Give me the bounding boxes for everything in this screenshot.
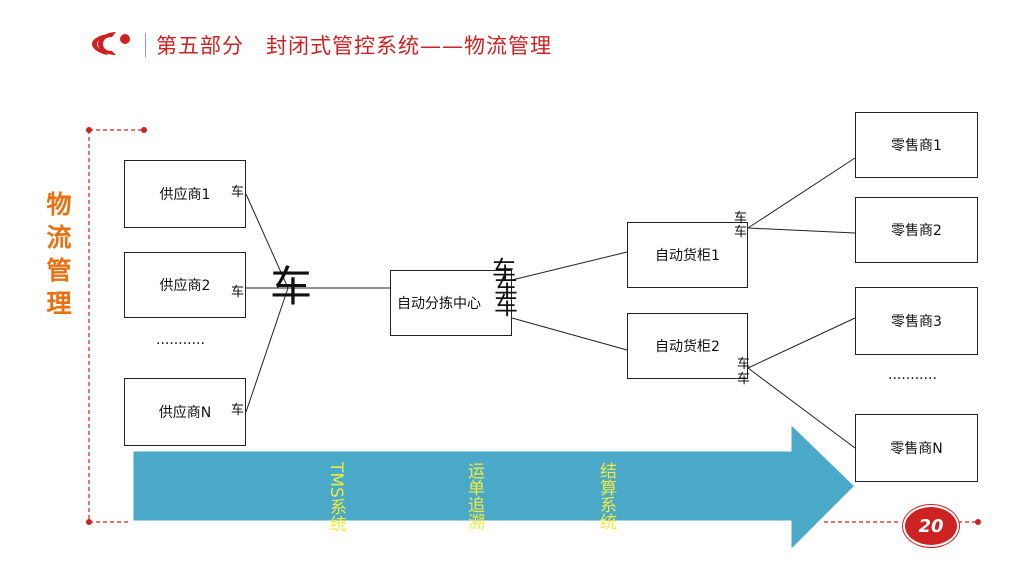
supplier-box-1: 供应商1 <box>124 160 246 228</box>
vehicle-label-large: 车 <box>492 256 516 284</box>
vehicle-label: 车 <box>737 357 751 372</box>
sorting-center-box: 自动分拣中心 <box>390 270 512 336</box>
supplier-label: 供应商1 <box>159 187 211 203</box>
retailer-box-3: 零售商3 <box>855 287 978 355</box>
supplier-box-n: 供应商N <box>124 378 246 446</box>
retailer-label: 零售商3 <box>891 314 942 330</box>
retailer-ellipsis: ........... <box>888 367 937 383</box>
retailer-label: 零售商N <box>890 441 943 457</box>
cabinet-box-1: 自动货柜1 <box>627 222 748 288</box>
retailer-box-n: 零售商N <box>855 414 978 482</box>
vehicle-label: 车 <box>231 185 245 200</box>
vehicle-label-large: 车 <box>270 262 313 311</box>
retailer-box-1: 零售商1 <box>855 112 978 178</box>
process-arrow <box>130 418 859 556</box>
vehicle-label: 车 <box>734 225 748 240</box>
vehicle-label: 车 <box>231 403 245 418</box>
arrow-label-tms: TMS系统 <box>326 462 346 532</box>
vehicle-label: 车 <box>737 372 751 387</box>
retailer-label: 零售商1 <box>891 138 942 154</box>
arrow-label-tracking: 运单追溯 <box>464 462 484 530</box>
supplier-label: 供应商2 <box>159 278 211 294</box>
retailer-box-2: 零售商2 <box>855 197 978 263</box>
cabinet-label: 自动货柜2 <box>655 339 720 355</box>
header-divider <box>145 33 146 57</box>
supplier-label: 供应商N <box>158 405 212 421</box>
supplier-box-2: 供应商2 <box>124 252 246 318</box>
vehicle-label: 车 <box>231 285 245 300</box>
sorting-center-label: 自动分拣中心 <box>397 296 481 312</box>
cabinet-box-2: 自动货柜2 <box>627 313 748 379</box>
page-number: 20 <box>918 515 944 537</box>
retailer-label: 零售商2 <box>891 223 942 239</box>
supplier-ellipsis: ........... <box>156 332 205 348</box>
side-title: 物流管理 <box>46 190 72 318</box>
logo-icon <box>88 28 134 58</box>
arrow-label-settlement: 结算系统 <box>596 462 616 530</box>
page-number-badge: 20 <box>903 505 959 547</box>
vehicle-label: 车 <box>734 211 748 226</box>
vehicle-label-large: 车 <box>494 274 518 302</box>
cabinet-label: 自动货柜1 <box>655 248 720 264</box>
page-title: 第五部分 封闭式管控系统——物流管理 <box>156 34 552 58</box>
vehicle-label-large: 车 <box>494 292 518 320</box>
